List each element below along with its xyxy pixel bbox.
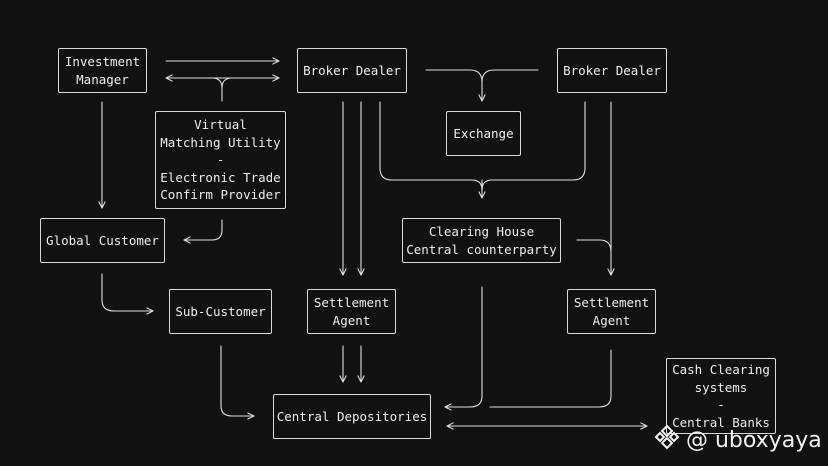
binance-logo-icon: [654, 424, 680, 456]
arrow-clearing-to-depo: [444, 286, 483, 411]
node-settlement-agent-right: Settlement Agent: [567, 289, 656, 334]
node-sub-customer: Sub-Customer: [169, 289, 272, 334]
line-vmu-join: [211, 77, 223, 102]
watermark: @ uboxyaya: [654, 424, 822, 456]
node-global-customer: Global Customer: [40, 218, 165, 263]
node-central-depositories: Central Depositories: [273, 394, 431, 439]
line-broker-right-to-clearing: [481, 101, 586, 191]
line-broker-right-to-exchange: [481, 69, 539, 83]
watermark-text: @ uboxyaya: [686, 427, 822, 453]
node-exchange: Exchange: [446, 111, 521, 156]
node-broker-dealer-right: Broker Dealer: [557, 48, 667, 93]
line-clearing-to-settlement-right: [576, 239, 612, 253]
arrow-sub-to-depo: [220, 345, 255, 420]
node-investment-manager: Investment Manager: [58, 48, 147, 93]
node-virtual-matching-utility: Virtual Matching Utility - Electronic Tr…: [155, 111, 286, 209]
node-broker-dealer-left: Broker Dealer: [297, 48, 407, 93]
line-broker-left-to-exchange: [425, 69, 483, 83]
line-broker-left-to-clearing: [379, 101, 483, 191]
node-cash-clearing: Cash Clearing systems - Central Banks: [666, 358, 776, 434]
line-vmu-join-right: [221, 77, 233, 89]
arrow-vmu-to-global: [183, 219, 223, 244]
node-clearing-house: Clearing House Central counterparty: [402, 218, 561, 263]
line-settlement-right-to-depo: [489, 349, 612, 408]
arrow-global-to-sub: [101, 273, 154, 315]
node-settlement-agent-left: Settlement Agent: [307, 289, 396, 334]
